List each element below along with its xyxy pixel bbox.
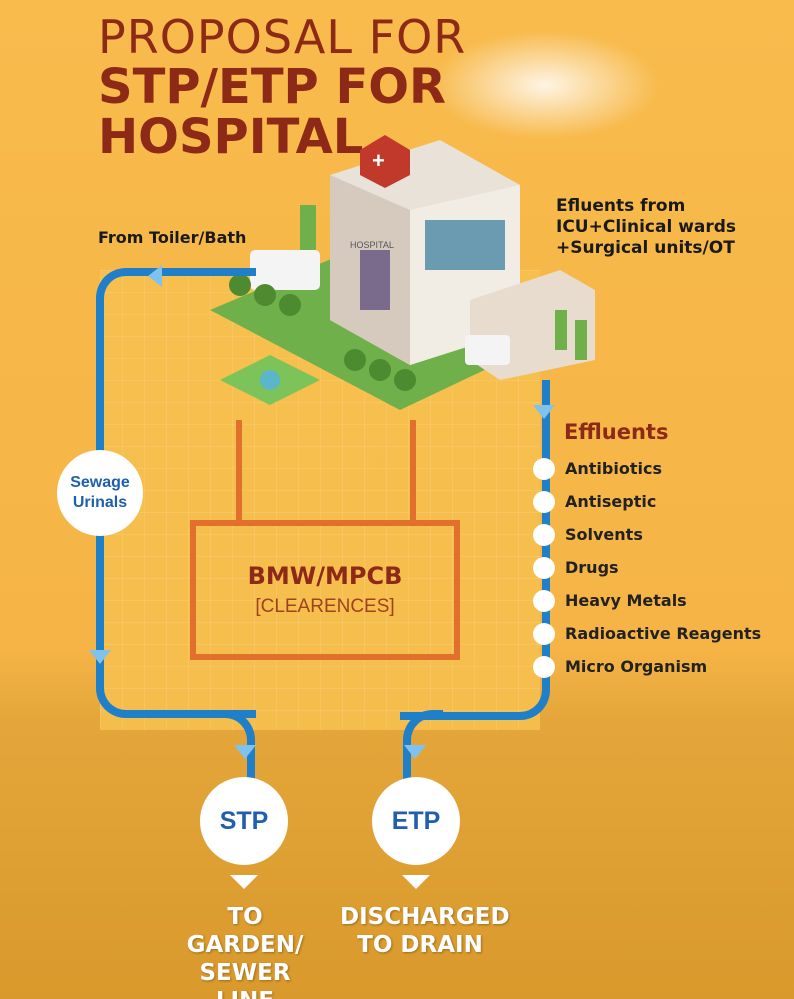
arrow-down-icon — [89, 650, 111, 664]
effluents-list: Effluents Antibiotics Antiseptic Solvent… — [533, 420, 761, 683]
list-item: Heavy Metals — [533, 584, 761, 617]
arrow-down-icon — [404, 745, 426, 759]
list-item: Antibiotics — [533, 452, 761, 485]
triangle-down-icon — [230, 875, 258, 889]
list-item: Radioactive Reagents — [533, 617, 761, 650]
efluents-source-label: Efluents from ICU+Clinical wards +Surgic… — [556, 196, 737, 258]
arrow-left-icon — [148, 265, 162, 287]
svg-text:+: + — [372, 148, 385, 173]
hospital-illustration: + HOSPITAL — [210, 135, 595, 410]
connector-line — [410, 420, 416, 520]
connector-line — [236, 420, 242, 520]
etp-node: ETP — [372, 777, 460, 865]
stp-node: STP — [200, 777, 288, 865]
list-item: Antiseptic — [533, 485, 761, 518]
page-title: PROPOSAL FOR STP/ETP FOR HOSPITAL — [98, 10, 467, 165]
arrow-down-icon — [234, 745, 256, 759]
list-item: Drugs — [533, 551, 761, 584]
cloud — [430, 30, 660, 140]
arrow-down-icon — [533, 405, 555, 419]
list-item: Solvents — [533, 518, 761, 551]
stp-destination: TO GARDEN/SEWER LINE — [186, 904, 304, 999]
triangle-down-icon — [402, 875, 430, 889]
right-pipe — [400, 380, 550, 720]
list-item: Micro Organism — [533, 650, 761, 683]
bmw-mpcb-box: BMW/MPCB [CLEARENCES] — [190, 520, 460, 660]
toilet-label: From Toiler/Bath — [98, 228, 247, 247]
svg-text:HOSPITAL: HOSPITAL — [350, 240, 394, 250]
